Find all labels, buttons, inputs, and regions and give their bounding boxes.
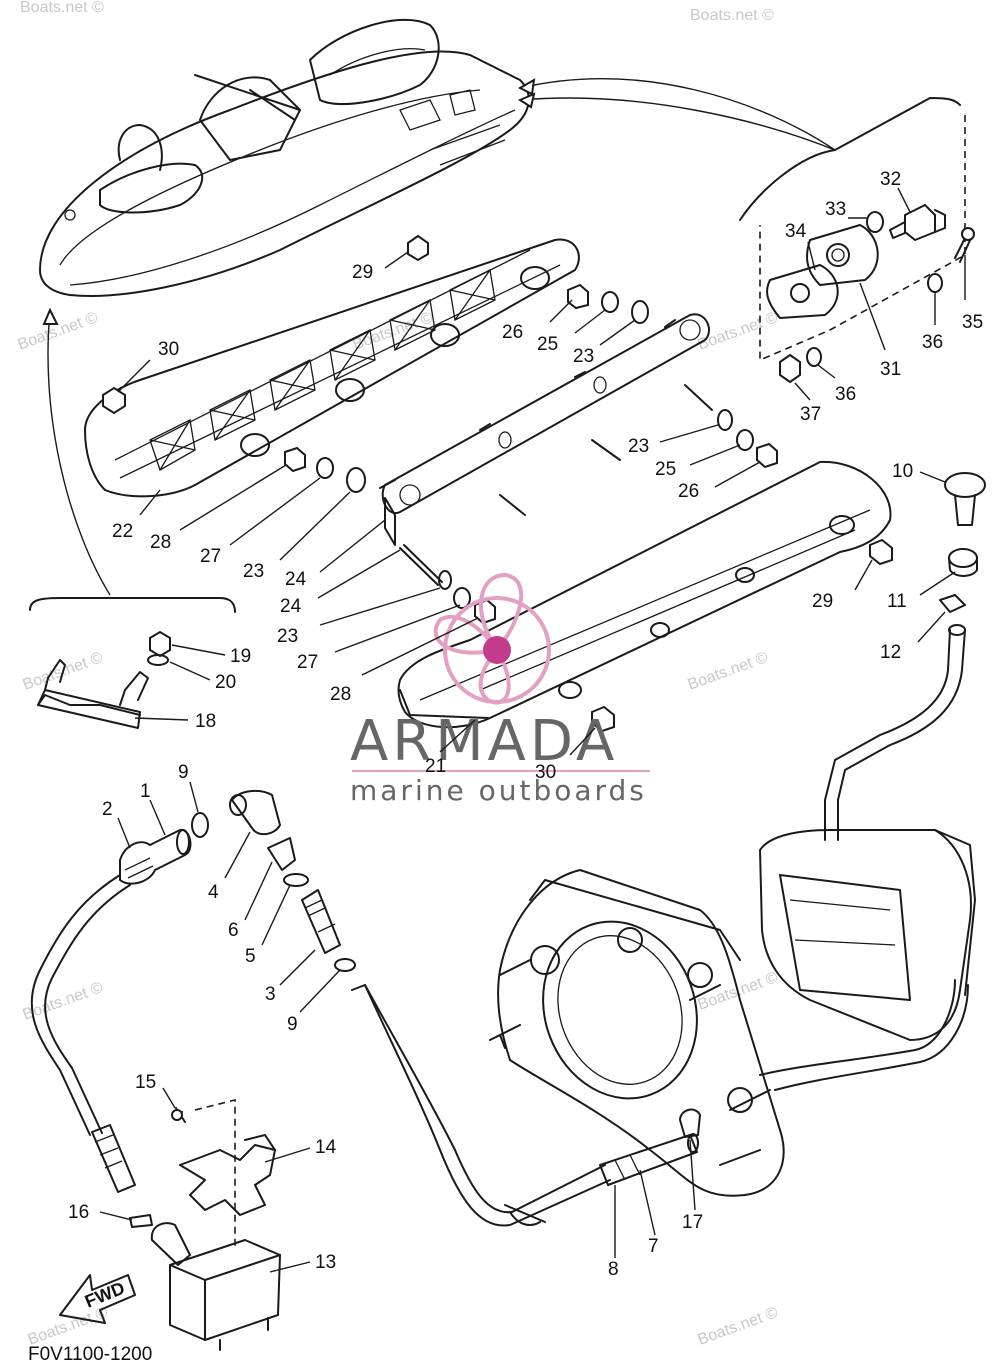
watermarks: Boats.net © Boats.net © Boats.net © Boat…: [16, 0, 781, 1349]
callout-5: 5: [245, 946, 256, 967]
watermark: Boats.net ©: [696, 1304, 781, 1349]
watermark: Boats.net ©: [26, 1304, 111, 1349]
callout-10: 10: [892, 461, 913, 482]
intake-fittings: [119, 789, 356, 972]
callout-26: 26: [502, 322, 523, 343]
watermark: Boats.net ©: [16, 309, 101, 354]
bracket-and-tank: [129, 1098, 281, 1351]
callout-9: 9: [178, 762, 189, 783]
callout-32: 32: [880, 169, 901, 190]
callout-25: 25: [655, 459, 676, 480]
callout-23: 23: [277, 626, 298, 647]
callout-9: 9: [287, 1014, 298, 1035]
callout-37: 37: [800, 404, 821, 425]
inset-bracket: [29, 597, 236, 729]
callout-18: 18: [195, 711, 216, 732]
watermark: Boats.net ©: [690, 7, 774, 24]
callout-11: 11: [887, 591, 907, 612]
callout-29: 29: [352, 262, 373, 283]
callout-31: 31: [880, 359, 901, 380]
ride-plate-lower: [397, 460, 892, 729]
callout-36: 36: [835, 384, 856, 405]
callout-22: 22: [112, 521, 133, 542]
callout-23: 23: [628, 436, 649, 457]
ride-plate-upper: [84, 238, 580, 498]
callout-27: 27: [200, 546, 221, 567]
callout-23: 23: [573, 346, 594, 367]
callout-28: 28: [330, 684, 351, 705]
watercraft-illustration: [39, 18, 530, 297]
diagram-code: F0V1100-1200: [28, 1344, 152, 1365]
callout-24: 24: [285, 569, 307, 590]
drain-fitting: [824, 472, 986, 841]
callout-17: 17: [682, 1212, 703, 1233]
callout-6: 6: [228, 920, 239, 941]
hose-line: [351, 984, 699, 1227]
brand-name: ARMADA: [350, 709, 618, 774]
callout-35: 35: [962, 312, 983, 333]
callout-27: 27: [297, 652, 318, 673]
callout-20: 20: [215, 672, 236, 693]
callout-4: 4: [208, 882, 219, 903]
callout-33: 33: [825, 199, 846, 220]
callout-23: 23: [243, 561, 264, 582]
callout-16: 16: [68, 1202, 89, 1223]
callout-30: 30: [158, 339, 179, 360]
callout-21: 21: [425, 756, 446, 777]
callout-19: 19: [230, 646, 251, 667]
leader-lines: [99, 187, 966, 1273]
spacer-bar: [379, 313, 713, 546]
callout-7: 7: [648, 1236, 659, 1257]
watermark: Boats.net ©: [686, 649, 771, 694]
brand-tagline: marine outboards: [350, 774, 647, 807]
callout-26: 26: [678, 481, 699, 502]
callout-29: 29: [812, 591, 833, 612]
callout-15: 15: [135, 1072, 156, 1093]
callout-30: 30: [535, 762, 556, 783]
callout-2: 2: [102, 799, 113, 820]
callout-8: 8: [608, 1259, 619, 1280]
watermark: Boats.net ©: [20, 0, 104, 16]
callout-labels: 29 30 26 25 23 22 28 27 23 24 24 23 27 2…: [68, 169, 983, 1280]
callout-36: 36: [922, 332, 943, 353]
intake-housing: [489, 829, 976, 1197]
callout-1: 1: [140, 781, 151, 802]
drain-plug-detail: [739, 97, 975, 384]
fasteners: [102, 234, 893, 733]
callout-28: 28: [150, 532, 171, 553]
callout-13: 13: [315, 1252, 336, 1273]
callout-14: 14: [315, 1137, 337, 1158]
callout-25: 25: [537, 334, 558, 355]
callout-34: 34: [785, 221, 807, 242]
callout-24: 24: [280, 596, 302, 617]
callout-12: 12: [880, 642, 901, 663]
callout-3: 3: [265, 984, 276, 1005]
brand-watermark: ARMADA marine outboards: [350, 572, 650, 807]
